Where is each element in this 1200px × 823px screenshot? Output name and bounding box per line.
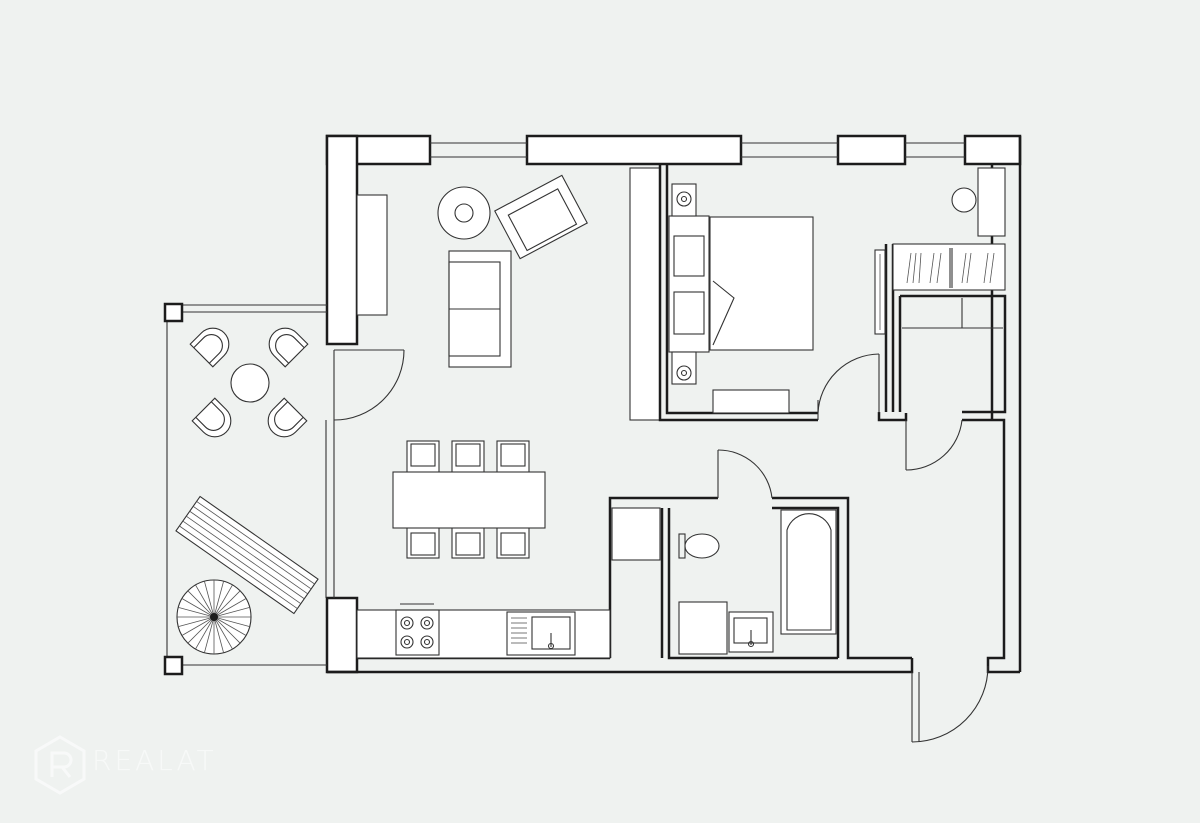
watermark: REALAT <box>92 744 217 777</box>
parasol-spoke <box>195 616 215 650</box>
dining-set <box>392 440 546 559</box>
parasol-spoke <box>187 616 215 644</box>
balcony-post <box>163 655 184 676</box>
balcony-table <box>230 363 270 403</box>
dining-chair <box>496 525 530 559</box>
balcony-chair <box>189 327 230 368</box>
plant-pot <box>951 187 977 213</box>
dresser <box>977 167 1006 237</box>
armchair <box>494 174 588 260</box>
balcony-table-set <box>189 327 309 438</box>
dining-chair <box>496 440 530 474</box>
tv-unit <box>356 194 388 316</box>
bathroom <box>678 509 837 655</box>
cabinet <box>678 601 728 655</box>
dining-table <box>392 471 546 529</box>
watermark-brand-text: REALAT <box>92 744 217 777</box>
parasol-spoke <box>178 607 215 618</box>
wardrobe <box>906 248 995 288</box>
balcony <box>163 302 335 676</box>
parasol-spoke <box>204 616 215 653</box>
parasol-spoke <box>178 616 215 627</box>
hexagon-r-logo-icon <box>34 735 86 795</box>
nightstand <box>671 183 697 217</box>
parasol-spoke <box>181 598 215 618</box>
balcony-chair <box>267 397 308 438</box>
sun-lounger <box>175 495 319 615</box>
doors <box>333 349 989 743</box>
bench <box>712 389 790 414</box>
dining-chair <box>451 525 485 559</box>
dining-chair <box>406 440 440 474</box>
closet-shelving <box>902 298 1003 329</box>
stove-icon <box>395 603 440 656</box>
interior-walls <box>608 164 1007 660</box>
parasol-spoke <box>213 581 224 618</box>
dining-chair <box>406 525 440 559</box>
parasol-spoke <box>213 616 241 644</box>
bedroom <box>668 167 1006 414</box>
parasol-spoke <box>181 616 215 636</box>
parasol-spoke <box>213 616 224 653</box>
parasol-spoke <box>213 607 250 618</box>
parasol-spoke <box>213 590 241 618</box>
toilet-icon <box>678 533 720 559</box>
kitchen-sink-icon <box>506 611 576 656</box>
balcony-chair <box>268 327 309 368</box>
parasol-spoke <box>213 616 233 650</box>
parasol-spoke <box>213 584 233 618</box>
nightstand <box>671 351 697 385</box>
balcony-chair <box>191 397 232 438</box>
side-table <box>437 186 491 240</box>
bathroom-sink-icon <box>728 611 774 653</box>
parasol-spoke <box>213 616 250 627</box>
parasol-spoke <box>213 616 247 636</box>
kitchen-counter <box>356 603 611 659</box>
headboard <box>668 215 710 353</box>
balcony-post <box>163 302 184 323</box>
outer-walls <box>325 134 1022 674</box>
parasol-spoke <box>195 584 215 618</box>
dining-chair <box>451 440 485 474</box>
bathtub-icon <box>780 509 837 635</box>
living-room <box>356 174 611 659</box>
parasol-spoke <box>187 590 215 618</box>
parasol-spoke <box>204 581 215 618</box>
parasol-icon <box>176 579 252 655</box>
windows <box>430 142 965 158</box>
bed <box>706 216 814 351</box>
parasol-spoke <box>213 598 247 618</box>
sofa <box>448 250 512 368</box>
